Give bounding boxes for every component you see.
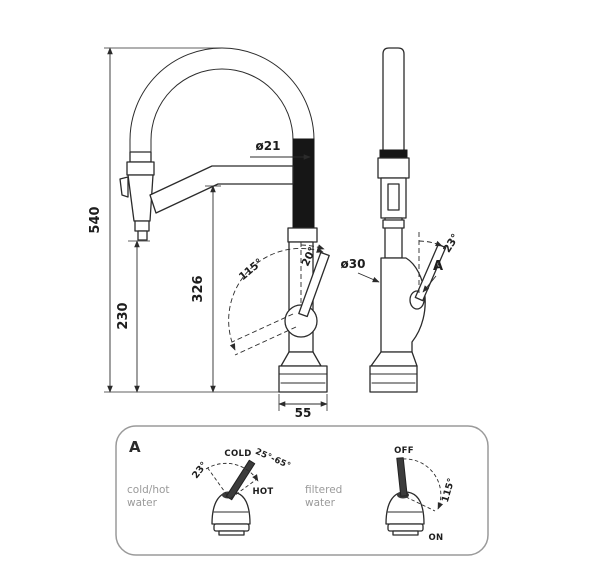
mixer-handle-base [213, 523, 250, 532]
leader-o30 [357, 272, 380, 283]
base-front-lines [278, 373, 328, 384]
filtered-on-label: ON [429, 533, 444, 543]
leader-detail-A [422, 275, 437, 293]
detail-marker-A: A [433, 259, 443, 274]
base-front [278, 365, 328, 393]
side-base-flare [370, 351, 418, 367]
spray-head-clamp [129, 151, 152, 163]
angle-23-label: 23° [441, 232, 462, 255]
side-view: ø30 A 23° [341, 47, 462, 393]
detail-panel: A cold/hot water 23° COLD 25°-65° HOT fi… [115, 425, 489, 556]
side-body [380, 257, 426, 353]
side-neck-collar [382, 219, 405, 229]
mixer-handle-foot [218, 530, 245, 536]
spray-nozzle-tip [137, 230, 148, 241]
spray-nozzle [134, 220, 150, 232]
mixer-cold-label: COLD [224, 449, 251, 459]
filtered-range-arc [402, 458, 444, 510]
lever-alt-dash-2 [234, 326, 297, 356]
side-head-button [387, 183, 400, 211]
side-base [369, 365, 418, 393]
mixer-hot-label: HOT [252, 487, 273, 497]
filtered-off-label: OFF [394, 446, 414, 456]
side-head-collar [377, 157, 410, 179]
dim-540-label: 540 [88, 206, 103, 233]
hose-nut [287, 227, 318, 243]
angle-115-label: 115° [237, 256, 266, 283]
mixer-caption-2: water [127, 497, 158, 509]
base-flare [280, 351, 322, 367]
spray-head-collar [126, 161, 155, 176]
hose-down-tube [292, 138, 315, 236]
hose-arc-inner [150, 68, 294, 141]
spray-head-toggle [119, 176, 129, 198]
front-view [119, 47, 330, 393]
filtered-handle-base [387, 523, 424, 532]
side-hose-ring [379, 149, 408, 159]
dim-326-label: 326 [191, 275, 206, 302]
swivel-arc-115 [228, 247, 324, 351]
filtered-handle-detail: filtered water OFF 115° ON [305, 446, 457, 543]
mixer-dash-hot [230, 478, 258, 499]
mixer-range-arc [205, 462, 259, 482]
filtered-lever [396, 457, 408, 497]
filtered-handle-foot [392, 530, 419, 536]
spout-arm [149, 165, 294, 214]
filtered-caption-1: filtered [305, 484, 342, 496]
dim-230-label: 230 [116, 302, 131, 329]
side-base-lines [369, 373, 418, 384]
hose-arc-outer [129, 47, 315, 141]
hose-left-leg [129, 139, 152, 153]
side-tube [382, 47, 405, 153]
panel-marker-A: A [129, 438, 141, 456]
mixer-caption-1: cold/hot [127, 484, 170, 496]
front-dimensions: 540 230 326 ø21 55 115° 20° [88, 47, 328, 420]
lever-alt-dash-1 [231, 313, 294, 343]
dim-o21-label: ø21 [256, 139, 281, 153]
side-arc-23 [418, 240, 443, 247]
dim-o30-label: ø30 [341, 257, 366, 271]
filtered-dash-on [405, 496, 436, 512]
filtered-caption-2: water [305, 497, 336, 509]
spray-head-body [127, 174, 154, 222]
lever-arc-20 [300, 244, 325, 250]
dim-55-label: 55 [295, 406, 312, 420]
